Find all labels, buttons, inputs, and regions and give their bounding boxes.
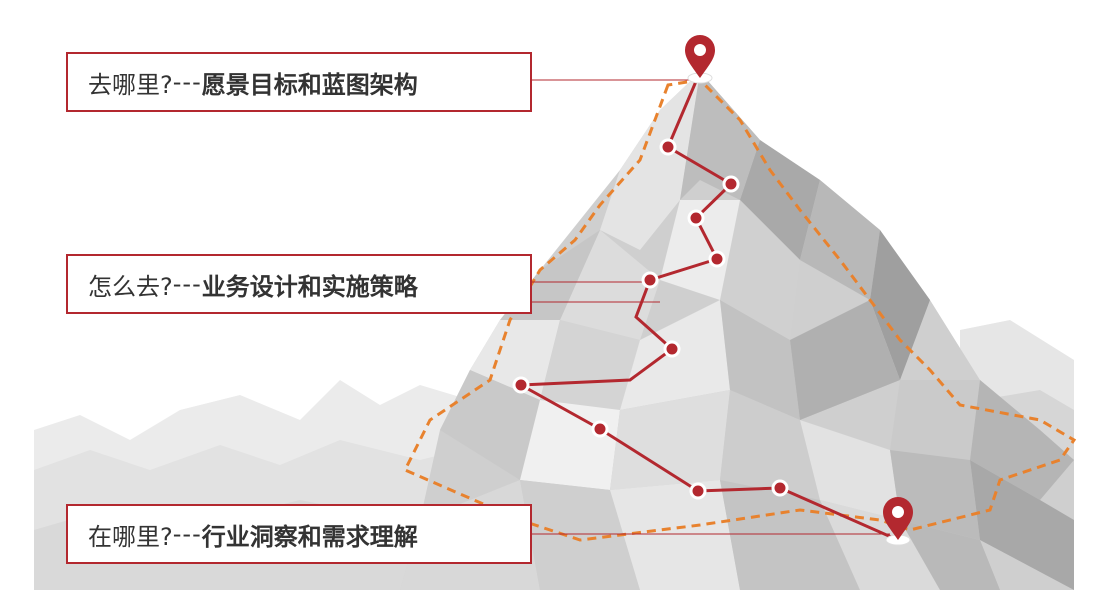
waypoint	[514, 378, 528, 392]
waypoint	[689, 211, 703, 225]
waypoint	[724, 177, 738, 191]
stage-separator: ---	[173, 68, 202, 96]
stage-question: 怎么去?	[88, 267, 173, 302]
stage-answer: 业务设计和实施策略	[202, 267, 418, 302]
waypoint	[665, 342, 679, 356]
stage-question: 去哪里?	[88, 65, 173, 100]
stage-answer: 行业洞察和需求理解	[202, 517, 418, 552]
waypoint	[773, 481, 787, 495]
waypoint	[661, 140, 675, 154]
stage-label-current-position: 在哪里? --- 行业洞察和需求理解	[66, 504, 532, 564]
waypoint	[593, 422, 607, 436]
map-pin-icon	[883, 497, 913, 545]
stage-answer: 愿景目标和蓝图架构	[202, 65, 418, 100]
stage-label-route: 怎么去? --- 业务设计和实施策略	[66, 254, 532, 314]
waypoint	[691, 484, 705, 498]
stage-question: 在哪里?	[88, 517, 173, 552]
waypoint	[643, 273, 657, 287]
stage-separator: ---	[173, 270, 202, 298]
stage-separator: ---	[173, 520, 202, 548]
waypoint	[710, 252, 724, 266]
stage-label-destination: 去哪里? --- 愿景目标和蓝图架构	[66, 52, 532, 112]
map-pin-icon	[685, 35, 715, 83]
